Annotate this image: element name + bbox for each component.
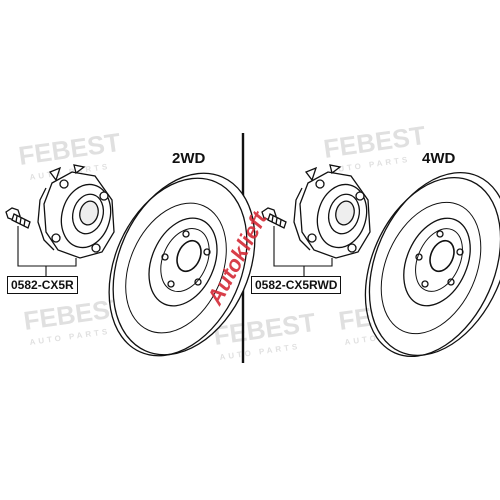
leader-lines-4wd [273,226,333,276]
watermark-brand-2: FEBEST [322,120,428,164]
hub-bolt-4wd [261,207,287,229]
leader-lines-2wd [17,226,77,276]
wheel-hub-4wd [293,164,371,259]
wheel-hub-2wd [37,164,115,259]
hub-bolt-2wd [5,207,31,229]
part-number-4wd: 0582-CX5RWD [251,276,342,294]
drive-label-2wd: 2WD [172,150,206,167]
brake-disc-2wd [108,172,256,357]
drive-label-4wd: 4WD [422,150,456,167]
part-number-2wd: 0582-CX5R [7,276,78,294]
brake-disc-4wd [364,171,500,358]
